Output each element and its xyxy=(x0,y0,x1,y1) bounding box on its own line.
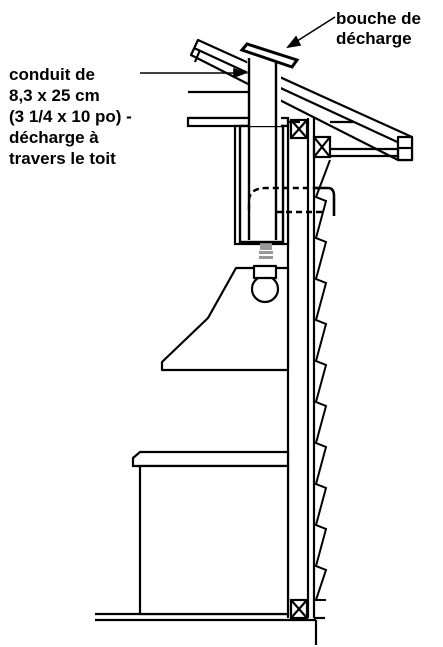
label-duct-line-4: décharge à xyxy=(9,128,99,147)
label-vent-cap-line-1: bouche de xyxy=(336,9,421,28)
soffit xyxy=(330,120,400,160)
vent-cap xyxy=(239,42,300,69)
wall-cap xyxy=(316,186,336,216)
label-duct: conduit de 8,3 x 25 cm (3 1/4 x 10 po) -… xyxy=(9,65,132,168)
roof-duct xyxy=(238,58,285,244)
base-cabinet xyxy=(131,450,290,616)
exterior-wall xyxy=(286,118,332,620)
siding xyxy=(314,159,331,601)
label-duct-line-1: conduit de xyxy=(9,65,95,84)
label-duct-line-5: travers le toit xyxy=(9,149,116,168)
alternate-wall-elbow xyxy=(247,186,322,214)
range-hood xyxy=(160,264,290,372)
label-vent-cap: bouche de décharge xyxy=(336,9,421,48)
label-vent-cap-line-2: décharge xyxy=(336,29,412,48)
leader-lines xyxy=(140,16,336,79)
roof xyxy=(189,38,414,162)
label-duct-line-2: 8,3 x 25 cm xyxy=(9,86,100,105)
label-duct-line-3: (3 1/4 x 10 po) - xyxy=(9,107,132,126)
